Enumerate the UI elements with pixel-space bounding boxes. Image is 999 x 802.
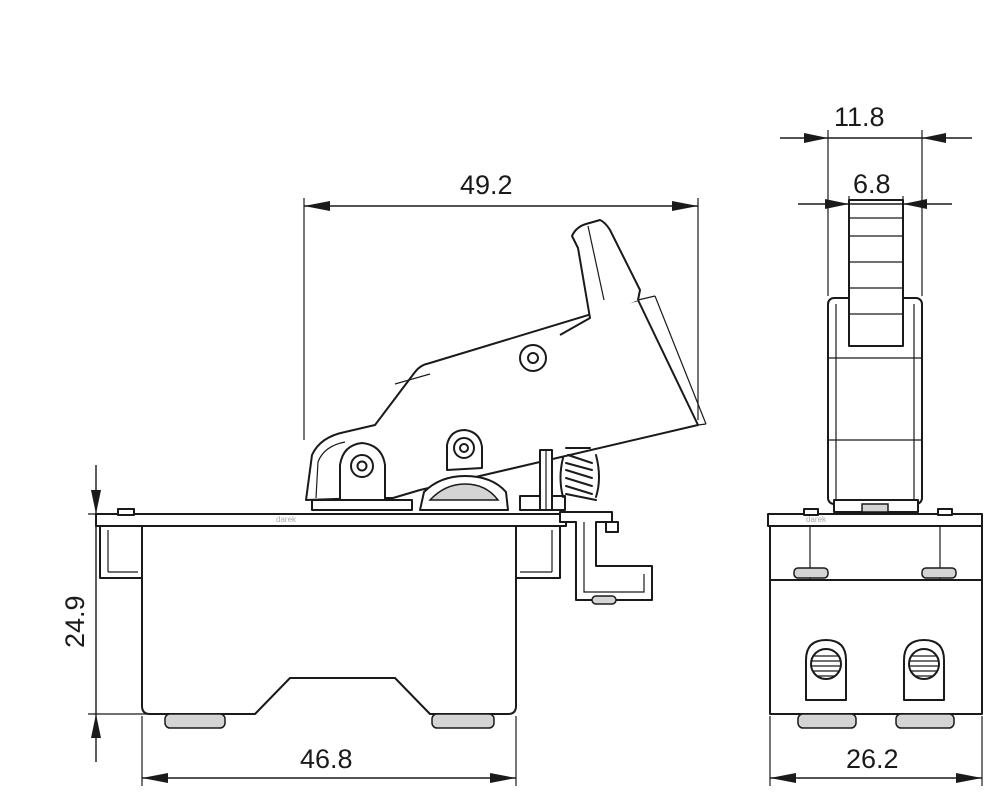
dim-label-end-outer: 11.8 bbox=[834, 102, 885, 132]
dim-label-height: 24.9 bbox=[60, 595, 90, 648]
right-foot bbox=[431, 713, 495, 729]
dim-label-end-body: 26.2 bbox=[846, 744, 899, 774]
right-mounting-ear bbox=[515, 525, 561, 579]
trigger-pivot-upper-inner bbox=[527, 352, 539, 364]
trigger-finger-tab bbox=[559, 219, 641, 336]
right-linkage-pin-inner bbox=[459, 443, 469, 453]
end-trigger-slot bbox=[861, 503, 889, 513]
end-mount-left bbox=[793, 567, 829, 579]
end-view-dimensions: 11.8 6.8 26.2 bbox=[769, 102, 983, 786]
main-housing bbox=[141, 525, 517, 715]
terminal-right bbox=[903, 639, 945, 701]
trigger-body bbox=[305, 299, 699, 501]
base-plate bbox=[95, 513, 567, 527]
end-mount-right bbox=[921, 567, 957, 579]
end-foot-left bbox=[797, 713, 857, 729]
contact-plate-left bbox=[311, 499, 413, 511]
lock-bracket bbox=[559, 511, 653, 601]
end-plate-tab-right bbox=[937, 508, 953, 516]
terminal-left bbox=[805, 639, 847, 701]
lock-screw bbox=[591, 595, 617, 605]
end-view-watermark: darek bbox=[806, 515, 827, 524]
dim-label-body-width: 46.8 bbox=[300, 744, 353, 774]
lock-bracket-tab bbox=[605, 521, 619, 533]
dim-label-end-inner: 6.8 bbox=[853, 169, 891, 199]
end-housing bbox=[769, 525, 983, 715]
left-foot bbox=[164, 713, 226, 729]
base-plate-tab bbox=[117, 508, 135, 516]
end-view: darek bbox=[767, 199, 983, 729]
return-spring bbox=[559, 447, 600, 501]
dim-label-side-width: 49.2 bbox=[460, 170, 513, 200]
side-view-watermark: darek bbox=[276, 515, 297, 524]
left-linkage-pin-inner bbox=[356, 460, 368, 472]
side-view: darek bbox=[95, 219, 707, 729]
end-trigger-tab bbox=[848, 199, 904, 347]
end-foot-right bbox=[895, 713, 955, 729]
side-view-dimensions: 49.2 46.8 24.9 bbox=[60, 170, 699, 786]
end-plate-tab-left bbox=[803, 508, 819, 516]
left-mounting-ear bbox=[99, 525, 143, 579]
